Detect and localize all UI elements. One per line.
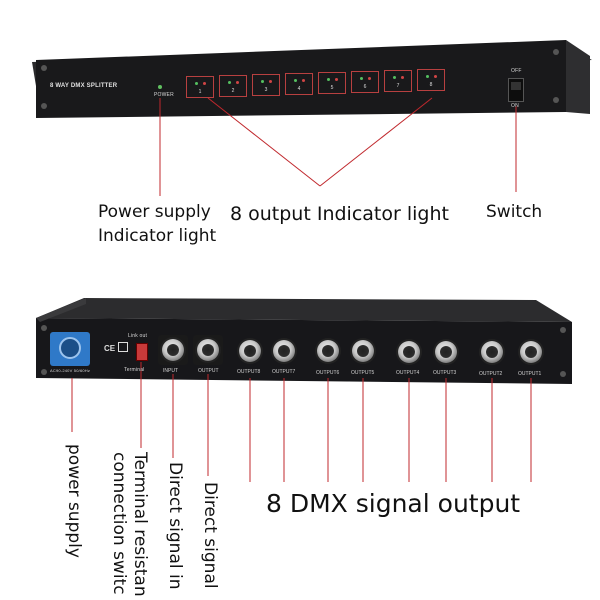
xlr-output-connector[interactable] xyxy=(481,341,503,363)
output-label: OUTPUT7 xyxy=(272,369,296,375)
callout-terminal-line1: Terminal resistan xyxy=(130,452,150,597)
power-spec: AC90-240V 50/60Hz xyxy=(50,368,91,373)
callout-direct-in: Direct signal in xyxy=(165,462,185,590)
direct-output-label: OUTPUT xyxy=(198,368,219,374)
output-label: OUTPUT1 xyxy=(518,371,542,377)
callout-power-supply: power supply xyxy=(64,444,84,558)
output-indicator: 4 xyxy=(285,73,313,95)
callout-output-indicators: 8 output Indicator light xyxy=(230,203,449,225)
output-indicator: 2 xyxy=(219,75,247,97)
xlr-direct-output-connector[interactable] xyxy=(197,339,219,361)
xlr-output-connector[interactable] xyxy=(239,340,261,362)
link-out-label: Link out xyxy=(128,333,148,339)
power-label: POWER xyxy=(154,92,174,98)
output-indicator: 5 xyxy=(318,72,346,94)
xlr-input-connector[interactable] xyxy=(162,339,184,361)
output-label: OUTPUT5 xyxy=(351,370,375,376)
output-label: OUTPUT2 xyxy=(479,371,503,377)
callout-dmx-output: 8 DMX signal output xyxy=(266,489,521,518)
device-title: 8 WAY DMX SPLITTER xyxy=(50,83,118,89)
ce-mark-icon: CE xyxy=(104,344,116,353)
powercon-input[interactable] xyxy=(50,332,90,366)
output-indicator: 7 xyxy=(384,70,412,92)
output-label: OUTPUT4 xyxy=(396,370,420,376)
xlr-output-connector[interactable] xyxy=(398,341,420,363)
xlr-output-connector[interactable] xyxy=(520,341,542,363)
recycle-mark-icon xyxy=(118,342,128,352)
xlr-output-connector[interactable] xyxy=(317,340,339,362)
xlr-output-connector[interactable] xyxy=(352,340,374,362)
power-led xyxy=(158,85,162,89)
output-indicator: 3 xyxy=(252,74,280,96)
callout-terminal-line2: connection switc xyxy=(109,452,129,595)
terminal-switch[interactable] xyxy=(136,343,148,361)
callout-switch: Switch xyxy=(486,202,543,222)
output-indicator: 6 xyxy=(351,71,379,93)
terminal-label: Terminal xyxy=(124,367,145,373)
xlr-output-connector[interactable] xyxy=(273,340,295,362)
output-label: OUTPUT3 xyxy=(433,370,457,376)
output-label: OUTPUT6 xyxy=(316,370,340,376)
callout-power-indicator-line2: Indicator light xyxy=(98,226,217,246)
callout-direct-out: Direct signal xyxy=(200,482,220,589)
power-switch[interactable] xyxy=(508,78,524,102)
output-indicator: 1 xyxy=(186,76,214,98)
switch-on-label: ON xyxy=(511,103,519,109)
xlr-output-connector[interactable] xyxy=(435,341,457,363)
input-label: INPUT xyxy=(163,368,178,374)
callout-power-indicator-line1: Power supply xyxy=(98,202,211,222)
output-indicator: 8 xyxy=(417,69,445,91)
switch-off-label: OFF xyxy=(511,68,522,74)
output-label: OUTPUT8 xyxy=(237,369,261,375)
